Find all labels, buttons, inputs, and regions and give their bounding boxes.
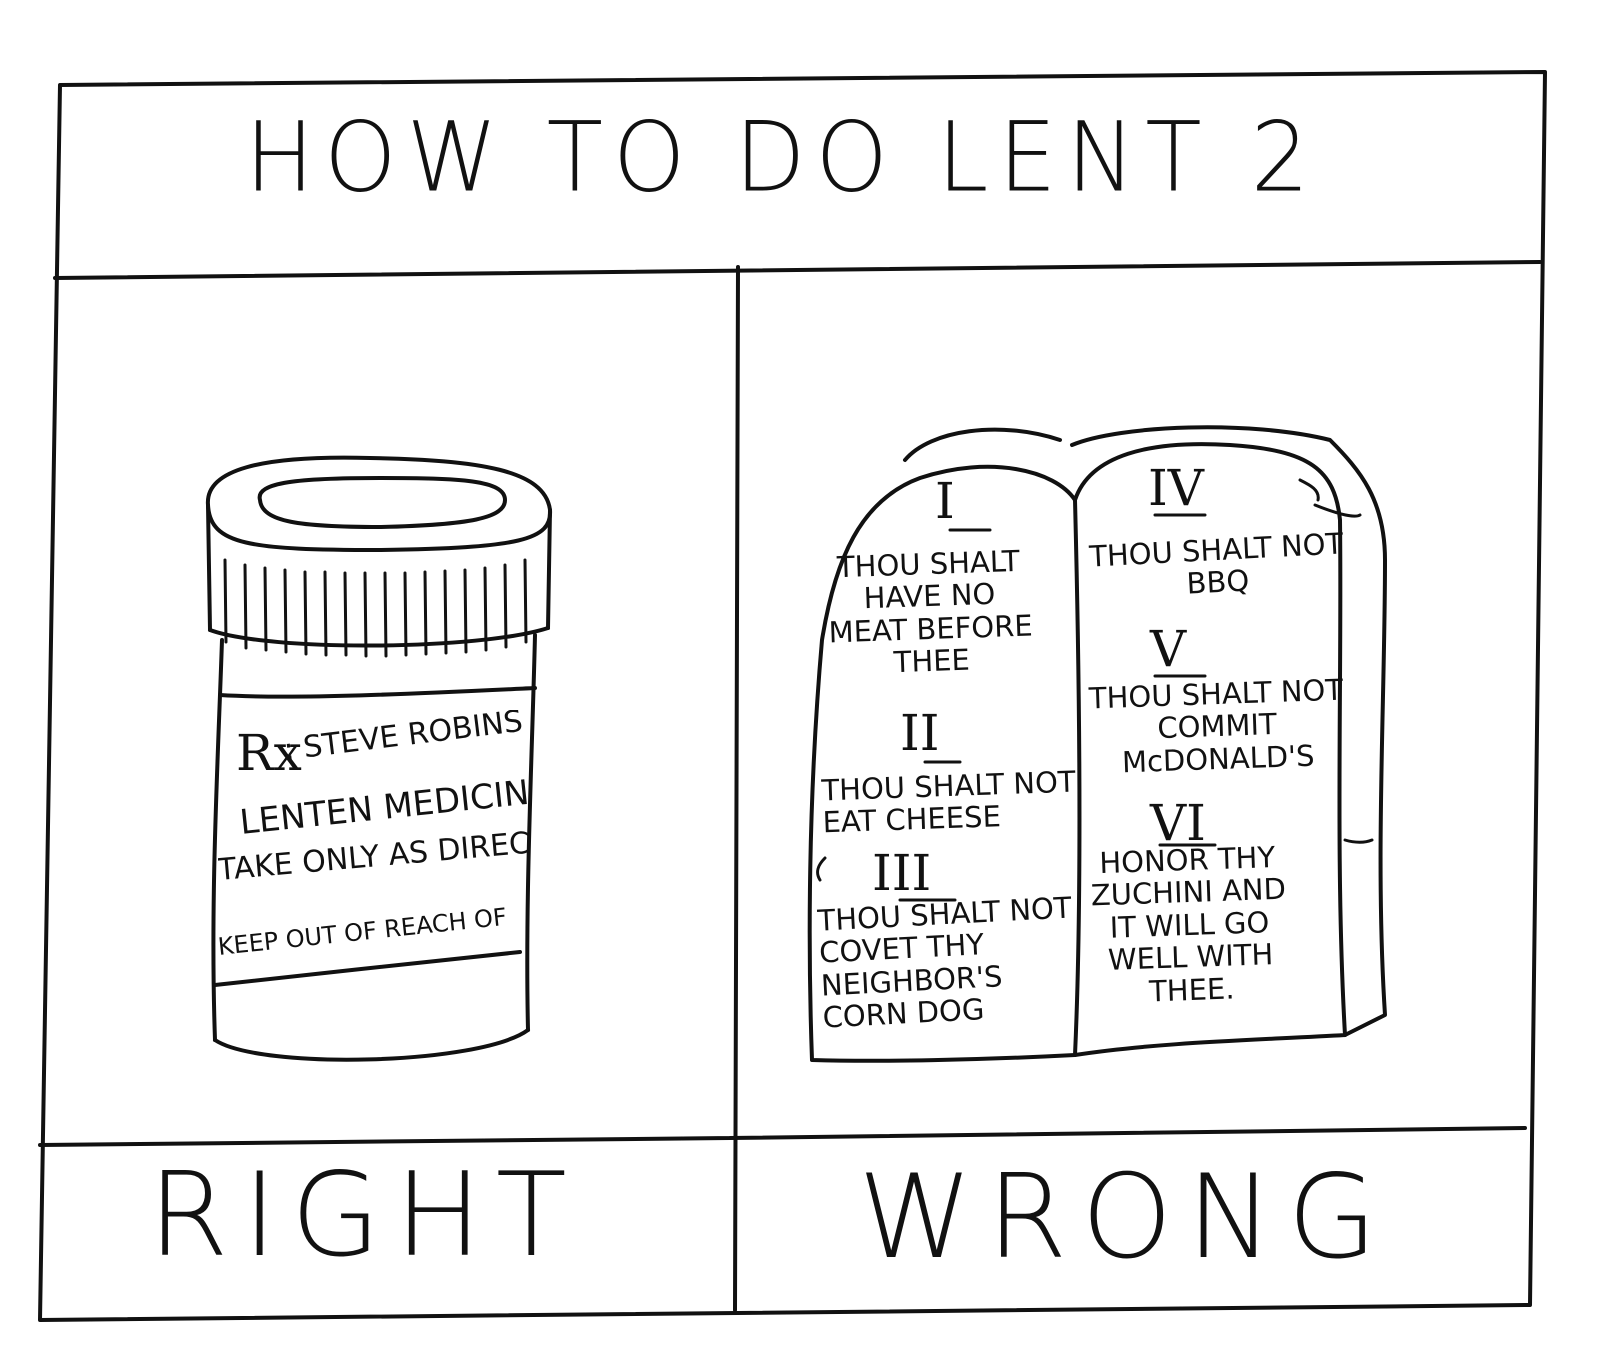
warning: KEEP OUT OF REACH OF xyxy=(218,902,509,961)
patient-name: : STEVE ROBINS xyxy=(281,710,525,768)
numeral-6: VI xyxy=(1150,794,1206,852)
numeral-5: V xyxy=(1150,620,1187,678)
frame-outer xyxy=(38,70,1547,1322)
frame-caption-divider xyxy=(38,1126,1527,1147)
numeral-2: II xyxy=(900,704,940,762)
frame-title-divider xyxy=(53,260,1542,280)
numeral-4: IV xyxy=(1148,459,1204,517)
caption-wrong: WRONG xyxy=(858,1150,1392,1285)
commandment-6: HONOR THY ZUCHINI AND IT WILL GO WELL WI… xyxy=(1090,839,1287,1009)
stone-tablets xyxy=(807,425,1387,1063)
commandment-1: THOU SHALT HAVE NO MEAT BEFORE THEE xyxy=(828,543,1034,680)
comic-title: HOW TO DO LENT 2 xyxy=(245,101,1320,214)
caption-right: RIGHT xyxy=(148,1148,581,1283)
frame-panel-divider xyxy=(733,265,740,1312)
commandment-2: THOU SHALT NOT EAT CHEESE xyxy=(820,764,1077,840)
commandment-5: THOU SHALT NOT COMMIT McDONALD'S xyxy=(1088,672,1344,780)
rx-symbol: Rx xyxy=(236,724,302,782)
commandment-4: THOU SHALT NOT BBQ xyxy=(1088,526,1345,602)
numeral-3: III xyxy=(872,844,932,902)
bottle-label: Rx : STEVE ROBINS LENTEN MEDICIN TAKE ON… xyxy=(218,710,530,975)
numeral-1: I xyxy=(935,472,955,530)
commandment-3: THOU SHALT NOT COVET THY NEIGHBOR'S CORN… xyxy=(816,890,1073,1035)
pill-bottle xyxy=(205,455,553,1062)
